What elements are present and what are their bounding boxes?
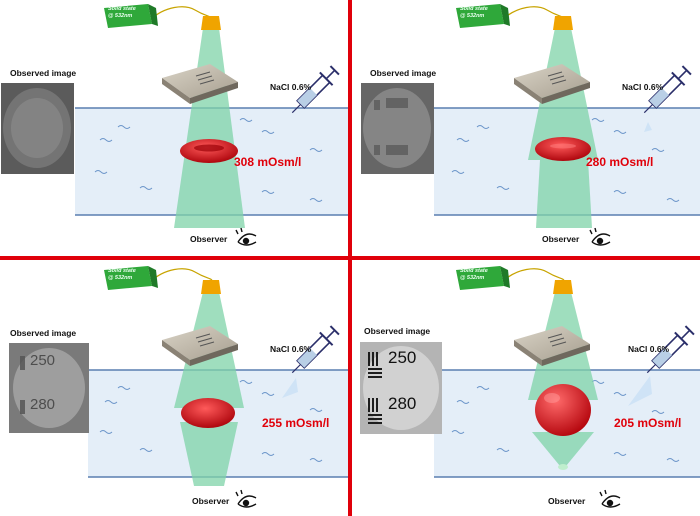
- water-ripples: [94, 118, 323, 202]
- panel-bottom-left: Solid state @ 532nm Observed image 250 2…: [0, 260, 348, 516]
- water-ripples: [451, 380, 680, 462]
- osmolarity-value: 280 mOsm/l: [586, 155, 654, 169]
- laser-label-line1: Solid state: [108, 268, 136, 274]
- focal-spot: [558, 464, 568, 470]
- red-blood-cell: [535, 384, 591, 436]
- resolution-target-slide: [162, 326, 238, 366]
- beam-collimator-icon: [553, 16, 573, 30]
- laser-label-line2: @ 532nm: [460, 274, 485, 281]
- resolution-target-slide: [162, 64, 238, 104]
- laser-beam-focused: [532, 432, 594, 466]
- optical-fiber: [501, 268, 565, 283]
- optical-fiber: [501, 6, 565, 21]
- observer-label: Observer: [192, 496, 230, 506]
- water-ripples: [451, 118, 680, 202]
- optical-fiber: [149, 268, 213, 283]
- laser-label-line1: Solid state: [108, 6, 136, 12]
- observer-label: Observer: [542, 234, 580, 244]
- laser-beam-transmitted: [180, 422, 238, 486]
- laser-label: Solid state @ 532nm: [108, 6, 152, 19]
- observed-image-blur: [1, 83, 74, 174]
- optical-fiber: [149, 6, 213, 21]
- resolution-target-slide: [514, 326, 590, 366]
- red-blood-cell: [180, 139, 238, 163]
- nacl-label: NaCl 0.6%: [270, 344, 312, 354]
- osmolarity-value: 205 mOsm/l: [614, 416, 682, 430]
- saline-spray: [644, 122, 652, 132]
- panel-divider-horizontal: [0, 256, 700, 260]
- observed-image-title: Observed image: [10, 328, 77, 338]
- laser-label-line2: @ 532nm: [108, 274, 133, 281]
- osmolarity-value: 308 mOsm/l: [234, 155, 302, 169]
- laser-label-line2: @ 532nm: [460, 12, 485, 19]
- panel-bottom-right: Solid state @ 532nm Observed image 250 2…: [352, 260, 700, 516]
- beam-collimator-icon: [553, 280, 573, 294]
- panel-illustration: [9, 266, 348, 508]
- nacl-label: NaCl 0.6%: [628, 344, 670, 354]
- observed-image-blur: [9, 343, 89, 433]
- eye-icon: [589, 227, 611, 246]
- nacl-label: NaCl 0.6%: [622, 82, 664, 92]
- laser-label: Solid state @ 532nm: [460, 268, 504, 281]
- target-label-280: 280: [388, 394, 417, 413]
- red-blood-cell: [535, 137, 591, 161]
- water-ripples: [99, 380, 323, 462]
- syringe-icon: [643, 65, 692, 114]
- nacl-label: NaCl 0.6%: [270, 82, 312, 92]
- laser-source: [104, 266, 158, 290]
- laser-label-line2: @ 532nm: [108, 12, 133, 19]
- target-label-250: 250: [30, 352, 56, 369]
- observed-image-title: Observed image: [370, 68, 437, 78]
- beam-collimator-icon: [201, 280, 221, 294]
- laser-source: [456, 266, 510, 290]
- syringe-icon: [291, 325, 340, 374]
- laser-source: [456, 4, 510, 28]
- laser-label: Solid state @ 532nm: [460, 6, 504, 19]
- laser-label: Solid state @ 532nm: [108, 268, 152, 281]
- laser-beam-transmitted: [536, 160, 592, 228]
- laser-beam: [174, 28, 245, 228]
- saline-spray: [282, 378, 298, 398]
- osmolarity-value: 255 mOsm/l: [262, 416, 330, 430]
- panel-illustration: [1, 4, 348, 246]
- resolution-target-slide: [514, 64, 590, 104]
- panel-top-left: Solid state @ 532nm Observed image NaCl …: [0, 0, 348, 256]
- eye-icon: [235, 489, 257, 508]
- target-label-250: 250: [388, 348, 417, 367]
- syringe-icon: [291, 65, 340, 114]
- red-blood-cell: [181, 398, 235, 428]
- panel-illustration: [361, 4, 700, 246]
- eye-icon: [599, 489, 621, 508]
- target-label-280: 280: [30, 396, 56, 413]
- observed-image-sharp: [360, 342, 442, 434]
- observed-image-title: Observed image: [364, 326, 431, 336]
- observer-label: Observer: [548, 496, 586, 506]
- laser-label-line1: Solid state: [460, 6, 488, 12]
- observed-image-blur: [361, 83, 434, 174]
- eye-icon: [235, 227, 257, 246]
- observed-image-title: Observed image: [10, 68, 77, 78]
- laser-label-line1: Solid state: [460, 268, 488, 274]
- panel-illustration: [360, 266, 700, 508]
- panel-top-right: Solid state @ 532nm Observed image NaCl …: [352, 0, 700, 256]
- beam-collimator-icon: [201, 16, 221, 30]
- laser-source: [104, 4, 158, 28]
- observer-label: Observer: [190, 234, 228, 244]
- saline-spray: [628, 376, 652, 406]
- syringe-icon: [646, 325, 695, 374]
